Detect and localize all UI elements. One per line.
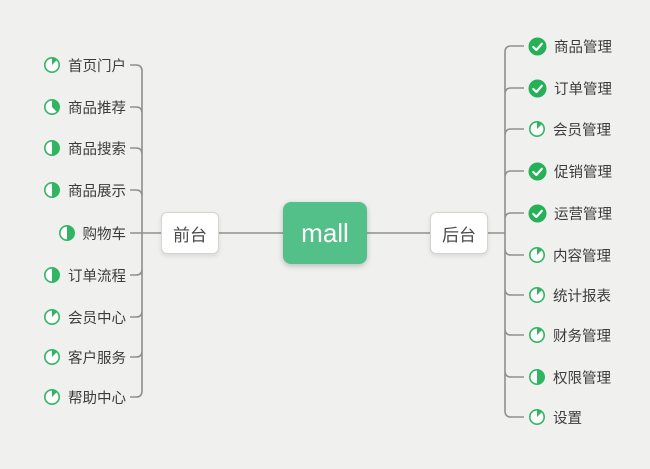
check-done-icon xyxy=(528,37,547,56)
topic-label: 客户服务 xyxy=(68,350,126,367)
topic-label: 权限管理 xyxy=(553,370,611,387)
mindmap-topic-right[interactable]: 权限管理 xyxy=(528,366,611,388)
topic-label: 商品搜索 xyxy=(68,141,126,158)
pie-progress-icon xyxy=(43,308,61,326)
mindmap-topic-left[interactable]: 客户服务 xyxy=(43,346,126,368)
topic-label: 商品展示 xyxy=(68,183,126,200)
check-done-icon xyxy=(528,204,547,223)
topic-label: 促销管理 xyxy=(554,164,612,181)
root-node-mall[interactable]: mall xyxy=(283,202,367,264)
branch-node-frontend[interactable]: 前台 xyxy=(161,212,219,254)
branch-node-backend[interactable]: 后台 xyxy=(430,212,488,254)
pie-progress-icon xyxy=(43,139,61,157)
mindmap-topic-right[interactable]: 订单管理 xyxy=(528,77,612,99)
topic-label: 财务管理 xyxy=(553,328,611,345)
mindmap-topic-left[interactable]: 会员中心 xyxy=(43,306,126,328)
pie-progress-icon xyxy=(528,120,546,138)
pie-progress-icon xyxy=(43,266,61,284)
topic-label: 首页门户 xyxy=(68,58,126,75)
mindmap-topic-right[interactable]: 运营管理 xyxy=(528,202,612,224)
mindmap-topic-left[interactable]: 首页门户 xyxy=(43,54,126,76)
topic-label: 商品管理 xyxy=(554,39,612,56)
topic-label: 内容管理 xyxy=(553,248,611,265)
topic-label: 商品推荐 xyxy=(68,100,126,117)
branch-node-label: 前台 xyxy=(173,225,207,245)
mindmap-topic-left[interactable]: 商品展示 xyxy=(43,179,126,201)
topic-label: 购物车 xyxy=(82,226,127,243)
pie-progress-icon xyxy=(43,98,61,116)
pie-progress-icon xyxy=(528,286,546,304)
check-done-icon xyxy=(528,79,547,98)
topic-label: 会员管理 xyxy=(553,122,611,139)
root-node-label: mall xyxy=(301,217,349,248)
topic-label: 帮助中心 xyxy=(68,390,126,407)
mindmap-topic-left[interactable]: 帮助中心 xyxy=(43,386,126,408)
check-done-icon xyxy=(528,162,547,181)
topic-label: 订单管理 xyxy=(554,81,612,98)
pie-progress-icon xyxy=(43,181,61,199)
mindmap-topic-right[interactable]: 统计报表 xyxy=(528,284,611,306)
mindmap-topic-right[interactable]: 财务管理 xyxy=(528,324,611,346)
mindmap-topic-right[interactable]: 内容管理 xyxy=(528,244,611,266)
pie-progress-icon xyxy=(528,246,546,264)
pie-progress-icon xyxy=(43,348,61,366)
topic-label: 会员中心 xyxy=(68,310,126,327)
mindmap-topic-right[interactable]: 设置 xyxy=(528,406,582,428)
mindmap-topic-right[interactable]: 商品管理 xyxy=(528,35,612,57)
mindmap-topic-right[interactable]: 促销管理 xyxy=(528,160,612,182)
mindmap-topic-right[interactable]: 会员管理 xyxy=(528,118,611,140)
pie-progress-icon xyxy=(528,408,546,426)
pie-progress-icon xyxy=(43,388,61,406)
topic-label: 设置 xyxy=(553,410,582,427)
pie-progress-icon xyxy=(43,56,61,74)
topic-label: 订单流程 xyxy=(68,268,126,285)
pie-progress-icon xyxy=(528,326,546,344)
pie-progress-icon xyxy=(58,224,76,242)
mindmap-topic-left[interactable]: 商品推荐 xyxy=(43,96,126,118)
mindmap-topic-left[interactable]: 订单流程 xyxy=(43,264,126,286)
topic-label: 统计报表 xyxy=(553,288,611,305)
mindmap-topic-left[interactable]: 购物车 xyxy=(58,222,127,244)
pie-progress-icon xyxy=(528,368,546,386)
topic-label: 运营管理 xyxy=(554,206,612,223)
branch-node-label: 后台 xyxy=(442,225,476,245)
mindmap-topic-left[interactable]: 商品搜索 xyxy=(43,137,126,159)
